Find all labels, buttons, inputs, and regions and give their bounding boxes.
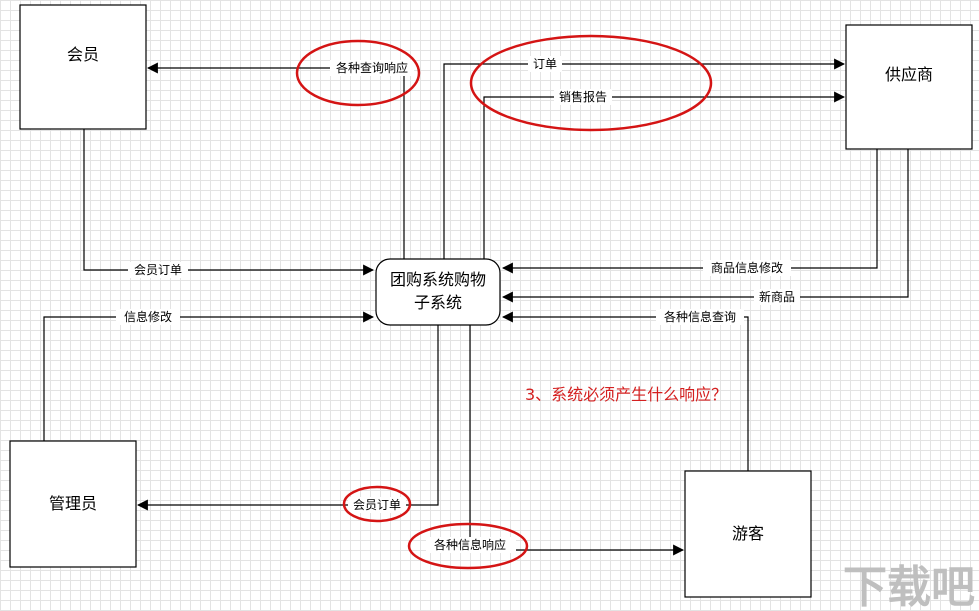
highlight-order-and-sales — [469, 34, 713, 132]
supplier-entity: 供应商 — [845, 24, 973, 150]
flow-new-product-label: 新商品 — [759, 289, 795, 304]
flow-member-order-out-label: 会员订单 — [353, 498, 401, 512]
admin-entity: 管理员 — [9, 440, 137, 568]
annotation-question: 3、系统必须产生什么响应？ — [525, 385, 727, 404]
system-label-line1: 团购系统购物 — [390, 270, 486, 289]
system-process: 团购系统购物 子系统 — [375, 258, 501, 326]
flow-order-line — [443, 58, 846, 259]
flow-info-responses-label: 各种信息响应 — [434, 537, 506, 552]
flow-info-edit-line — [43, 311, 375, 441]
member-label: 会员 — [67, 45, 99, 64]
flow-new-product-line — [501, 149, 909, 303]
admin-label: 管理员 — [49, 494, 97, 513]
member-entity: 会员 — [19, 4, 147, 130]
visitor-entity: 游客 — [684, 470, 812, 598]
watermark: 下载吧 — [843, 562, 975, 611]
flow-info-query-line — [501, 311, 749, 471]
highlight-member-order — [342, 485, 412, 523]
flow-query-responses-label: 各种查询响应 — [336, 60, 408, 75]
flow-sales-report-label: 销售报告 — [559, 89, 607, 104]
visitor-label: 游客 — [732, 524, 764, 543]
watermark-text: 下载吧 — [843, 562, 975, 611]
highlight-info-responses — [407, 522, 529, 570]
flow-query-responses-line — [146, 62, 405, 259]
supplier-label: 供应商 — [885, 65, 933, 84]
flow-product-info-edit-line — [501, 149, 878, 274]
flow-info-responses-line — [469, 325, 685, 556]
flow-member-order-in-line — [83, 129, 375, 276]
flow-info-edit-label: 信息修改 — [124, 309, 172, 324]
flow-product-info-edit-label: 商品信息修改 — [711, 260, 783, 275]
flow-sales-report-line — [483, 91, 846, 259]
flow-info-query-label: 各种信息查询 — [664, 309, 736, 324]
flow-order-label: 订单 — [533, 57, 557, 71]
system-label-line2: 子系统 — [414, 293, 462, 312]
flow-member-order-out-line — [136, 325, 439, 511]
highlight-query-responses — [295, 39, 421, 107]
flow-member-order-in-label: 会员订单 — [134, 263, 182, 277]
